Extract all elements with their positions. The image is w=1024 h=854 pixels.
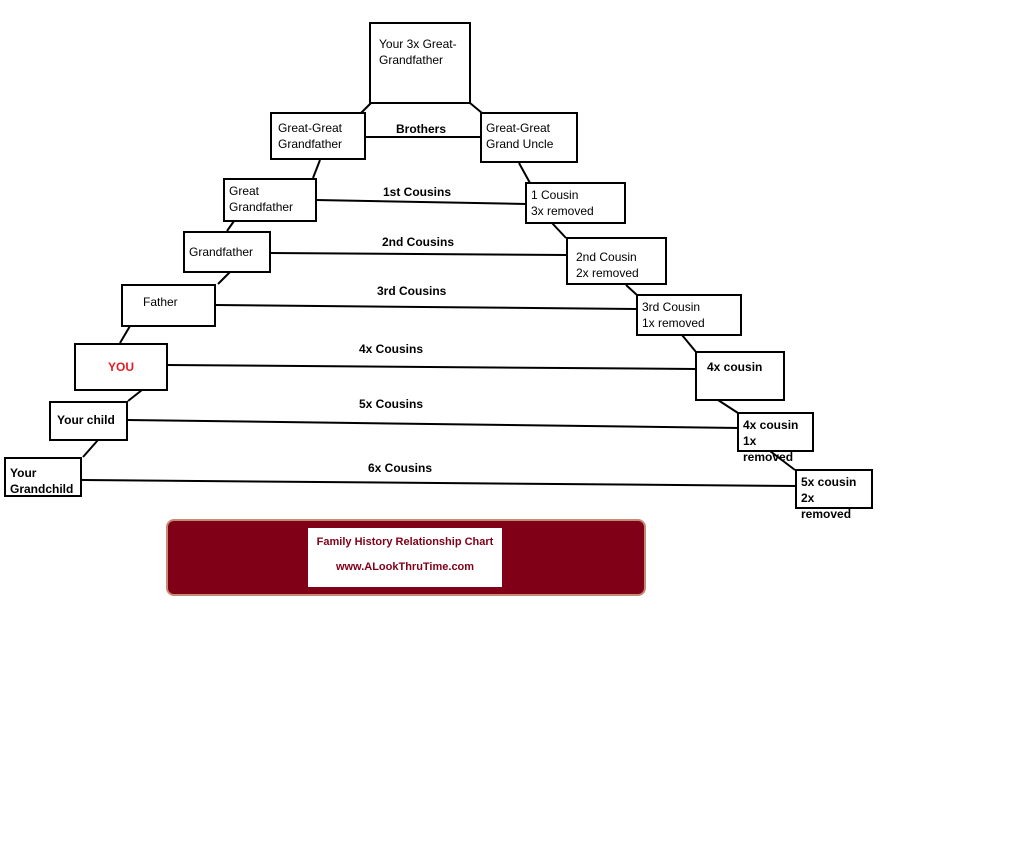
label-3rd-cousins: 3rd Cousins bbox=[377, 284, 447, 298]
line-4x-cousins bbox=[166, 364, 697, 370]
line-5x-cousins bbox=[126, 419, 741, 429]
box-3rd-cousin-1x-removed: 3rd Cousin 1x removed bbox=[636, 294, 742, 336]
box-great-great-grand-uncle: Great-Great Grand Uncle bbox=[480, 112, 578, 163]
connector-left-5 bbox=[127, 389, 143, 402]
box-your-child: Your child bbox=[49, 401, 128, 441]
box-your-grandchild: Your Grandchild bbox=[4, 457, 82, 497]
connector-right-1 bbox=[518, 162, 531, 184]
connector-left-1 bbox=[312, 159, 321, 179]
connector-right-6 bbox=[769, 450, 796, 471]
box-1-cousin-3x-removed: 1 Cousin 3x removed bbox=[525, 182, 626, 224]
line-3rd-cousins bbox=[214, 304, 637, 310]
box-4x-cousin-1x-removed: 4x cousin 1x removed bbox=[737, 412, 814, 464]
connector-right-2 bbox=[551, 222, 567, 239]
box-5x-cousin-2x-removed: 5x cousin 2x removed bbox=[795, 469, 873, 521]
connector-left-2 bbox=[226, 220, 235, 232]
banner-inner-panel: Family History Relationship Chart www.AL… bbox=[308, 528, 502, 587]
box-2nd-cousin-2x-removed: 2nd Cousin 2x removed bbox=[566, 237, 667, 285]
line-2nd-cousins bbox=[269, 252, 568, 256]
connector-right-3 bbox=[625, 284, 638, 296]
box-you: YOU bbox=[74, 343, 168, 391]
box-4x-cousin: 4x cousin bbox=[695, 351, 785, 401]
line-1st-cousins bbox=[315, 199, 527, 205]
banner-url: www.ALookThruTime.com bbox=[335, 561, 475, 573]
box-3x-great-grandfather: Your 3x Great- Grandfather bbox=[369, 22, 471, 104]
label-2nd-cousins: 2nd Cousins bbox=[382, 235, 455, 249]
connector-right-5 bbox=[717, 399, 739, 414]
chart-banner: Family History Relationship Chart www.AL… bbox=[166, 519, 646, 596]
connector-left-6 bbox=[82, 439, 99, 458]
box-father: Father bbox=[121, 284, 216, 327]
banner-title: Family History Relationship Chart bbox=[316, 536, 494, 548]
label-4x-cousins: 4x Cousins bbox=[359, 342, 424, 356]
box-great-grandfather: Great Grandfather bbox=[223, 178, 317, 222]
label-5x-cousins: 5x Cousins bbox=[359, 397, 424, 411]
label-brothers: Brothers bbox=[396, 122, 447, 136]
label-1st-cousins: 1st Cousins bbox=[383, 185, 452, 199]
connector-left-4 bbox=[119, 325, 131, 344]
connector-right-4 bbox=[681, 334, 697, 353]
connector-top-left bbox=[360, 102, 372, 114]
box-grandfather: Grandfather bbox=[183, 231, 271, 273]
box-great-great-grandfather: Great-Great Grandfather bbox=[270, 112, 366, 160]
line-6x-cousins bbox=[81, 479, 799, 487]
connector-left-3 bbox=[217, 271, 231, 285]
connector-top-right bbox=[469, 102, 483, 114]
label-6x-cousins: 6x Cousins bbox=[368, 461, 433, 475]
